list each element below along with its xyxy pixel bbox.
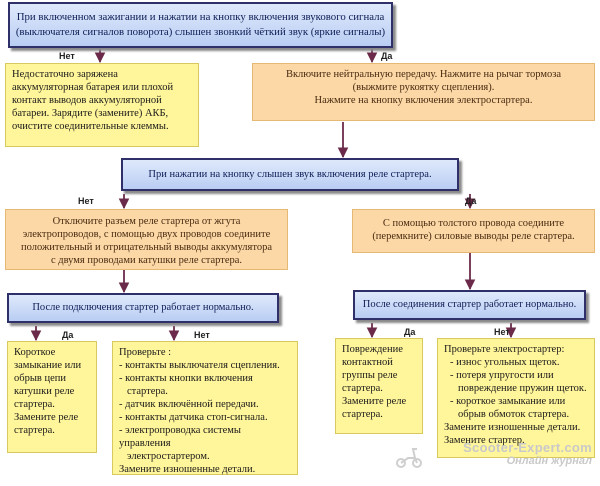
checklist-control-circuit: Проверьте : - контакты выключателя сцепл… xyxy=(112,341,298,475)
instruction-neutral-gear: Включите нейтральную передачу. Нажмите н… xyxy=(252,63,595,121)
checklist-item: - контакты датчика стоп-сигнала. xyxy=(119,412,268,423)
result-line: замыкание или xyxy=(14,360,82,371)
instruction-line: Включите нейтральную передачу. Нажмите н… xyxy=(285,69,562,80)
checklist-item: - датчик включённой передачи. xyxy=(119,399,259,410)
instruction-line: Отключите разъем реле стартера от жгута xyxy=(52,216,241,227)
question-line: (выключателя сигналов поворота) слышен з… xyxy=(15,26,386,38)
label-no: Нет xyxy=(194,330,210,340)
result-line: контакт выводов аккумуляторной xyxy=(12,95,162,106)
result-line: батареи. Зарядите (замените) АКБ, xyxy=(12,108,169,119)
scooter-logo-icon xyxy=(396,448,422,468)
instruction-line: Нажмите на кнопку включения электростарт… xyxy=(314,95,533,106)
instruction-line: (выжмите рукоятку сцепления). xyxy=(352,82,495,93)
instruction-line: (перемкните) силовые выводы реле стартер… xyxy=(372,231,575,242)
result-battery-low: Недостаточно заряжена аккумуляторная бат… xyxy=(5,63,199,147)
question-horn-sound: При включенном зажигании и нажатии на кн… xyxy=(8,2,393,48)
question-relay-click: При нажатии на кнопку слышен звук включе… xyxy=(121,158,459,191)
result-line: Повреждение xyxy=(342,344,403,355)
watermark-site: Scooter-Expert.com xyxy=(463,440,592,455)
watermark: Scooter-Expert.com Онлайн журнал xyxy=(392,440,592,480)
result-line: стартера. xyxy=(14,425,55,436)
label-no: Нет xyxy=(59,51,75,61)
result-line: стартера. xyxy=(342,383,383,394)
label-no: Нет xyxy=(494,327,510,337)
result-relay-coil-fault: Короткое замыкание или обрыв цепи катушк… xyxy=(7,341,97,453)
instruction-line: электропроводов, с помощью двух проводов… xyxy=(22,229,271,240)
label-yes: Да xyxy=(465,196,477,206)
result-line: обрыв цепи xyxy=(14,373,66,384)
result-line: Короткое xyxy=(14,347,56,358)
result-line: контактной xyxy=(342,357,393,368)
result-line: стартера. xyxy=(342,409,383,420)
question-text: При нажатии на кнопку слышен звук включе… xyxy=(148,169,432,180)
checklist-item: - контакты кнопки включения xyxy=(119,373,253,384)
label-yes: Да xyxy=(404,327,416,337)
watermark-subtitle: Онлайн журнал xyxy=(506,455,592,467)
question-after-bridging: После соединения стартер работает нормал… xyxy=(353,290,586,320)
checklist-item: повреждение пружин щеток. xyxy=(458,383,587,394)
question-line: При включенном зажигании и нажатии на кн… xyxy=(16,11,385,23)
result-contact-group-damage: Повреждение контактной группы реле старт… xyxy=(335,338,423,434)
checklist-item: обрыв обмоток стартера. xyxy=(458,409,570,420)
checklist-starter-motor: Проверьте электростартер: - износ угольн… xyxy=(437,338,595,458)
result-line: стартера. xyxy=(14,399,55,410)
question-text: После подключения стартер работает норма… xyxy=(32,302,254,313)
question-text: После соединения стартер работает нормал… xyxy=(362,299,577,310)
label-yes: Да xyxy=(62,330,74,340)
result-line: Замените реле xyxy=(14,412,79,423)
checklist-item: - электропроводка системы управления xyxy=(119,425,241,449)
checklist-item: - потеря упругости или xyxy=(450,370,554,381)
result-line: группы реле xyxy=(342,370,398,381)
checklist-item: - короткое замыкание или xyxy=(450,396,566,407)
question-after-connection: После подключения стартер работает норма… xyxy=(7,293,279,323)
result-line: катушки реле xyxy=(14,386,75,397)
checklist-item: стартера. xyxy=(127,386,168,397)
checklist-item: - износ угольных щеток. xyxy=(450,357,560,368)
result-line: очистите соединительные клеммы. xyxy=(12,121,169,132)
instruction-line: С помощью толстого провода соедините xyxy=(382,218,565,229)
instruction-line: положительный и отрицательный выводы акк… xyxy=(21,242,272,253)
checklist-item: Замените изношенные детали. xyxy=(119,464,256,475)
checklist-title: Проверьте : xyxy=(119,347,172,358)
result-line: Замените реле xyxy=(342,396,407,407)
checklist-item: электростартером. xyxy=(127,451,210,462)
instruction-bridge-relay: С помощью толстого провода соедините (пе… xyxy=(352,209,595,253)
checklist-title: Проверьте электростартер: xyxy=(444,344,565,355)
instruction-disconnect-relay: Отключите разъем реле стартера от жгута … xyxy=(5,209,288,270)
checklist-item: Замените стартер. xyxy=(444,435,525,446)
label-no: Нет xyxy=(78,196,94,206)
instruction-line: с двумя проводами катушки реле стартера. xyxy=(50,255,243,266)
checklist-item: Замените изношенные детали. xyxy=(444,422,581,433)
result-line: аккумуляторная батарея или плохой xyxy=(12,82,174,93)
result-line: Недостаточно заряжена xyxy=(12,69,118,80)
label-yes: Да xyxy=(381,51,393,61)
checklist-item: - контакты выключателя сцепления. xyxy=(119,360,280,371)
